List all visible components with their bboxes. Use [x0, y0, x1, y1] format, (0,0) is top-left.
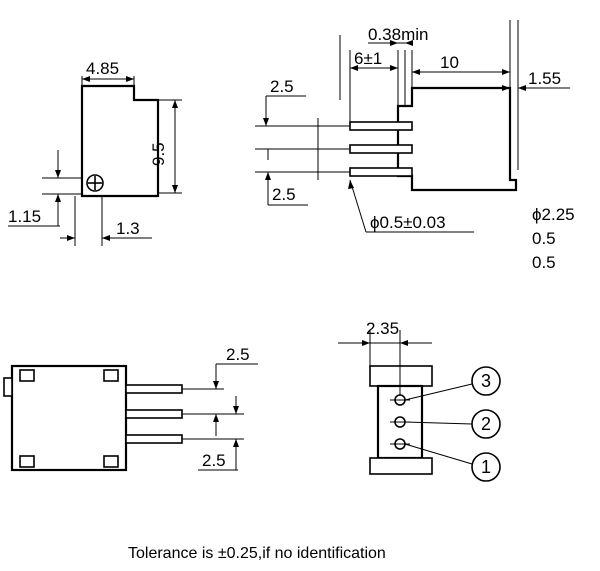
side-view: 2.5 2.5 0.38min 6±1 10 — [255, 20, 575, 272]
dim-side-pin-length: 6±1 — [354, 49, 382, 68]
dim-side-pitch-bottom: 2.5 — [272, 185, 296, 204]
svg-text:1: 1 — [481, 457, 491, 477]
pin-label-2: 2 — [471, 409, 501, 439]
dim-front-offset-right: 1.3 — [116, 219, 140, 238]
dim-pinout-width: 2.35 — [366, 319, 399, 338]
pinout-view: 2.35 3 2 1 — [338, 319, 501, 482]
dim-pin-diameter: ϕ0.5±0.03 — [370, 213, 446, 232]
dim-side-pitch-top: 2.5 — [270, 77, 294, 96]
svg-text:3: 3 — [481, 371, 491, 391]
dim-bottom-pitch-top: 2.5 — [226, 345, 250, 364]
dim-front-width: 4.85 — [86, 59, 119, 78]
tolerance-note: Tolerance is ±0.25,if no identification — [128, 545, 386, 562]
dim-side-body-length: 10 — [440, 53, 459, 72]
dim-side-back-offset: 1.55 — [528, 69, 561, 88]
adjust-screw-icon — [86, 174, 104, 192]
dim-front-height: 9.5 — [149, 142, 168, 166]
svg-text:2: 2 — [481, 414, 491, 434]
dim-side-min-gap: 0.38min — [368, 25, 428, 44]
dim-bottom-pitch-bottom: 2.5 — [202, 451, 226, 470]
bottom-view: 2.5 2.5 — [3, 345, 258, 472]
front-view: 4.85 9.5 1.15 1.3 — [8, 59, 182, 246]
pin-label-3: 3 — [471, 366, 501, 396]
pin-label-1: 1 — [471, 452, 501, 482]
pin-section-diameter: ϕ2.25 — [532, 205, 575, 224]
dim-front-offset-left: 1.15 — [8, 207, 41, 226]
pin-section-thickness: 0.5 — [532, 253, 556, 272]
pin-section-width: 0.5 — [532, 229, 556, 248]
